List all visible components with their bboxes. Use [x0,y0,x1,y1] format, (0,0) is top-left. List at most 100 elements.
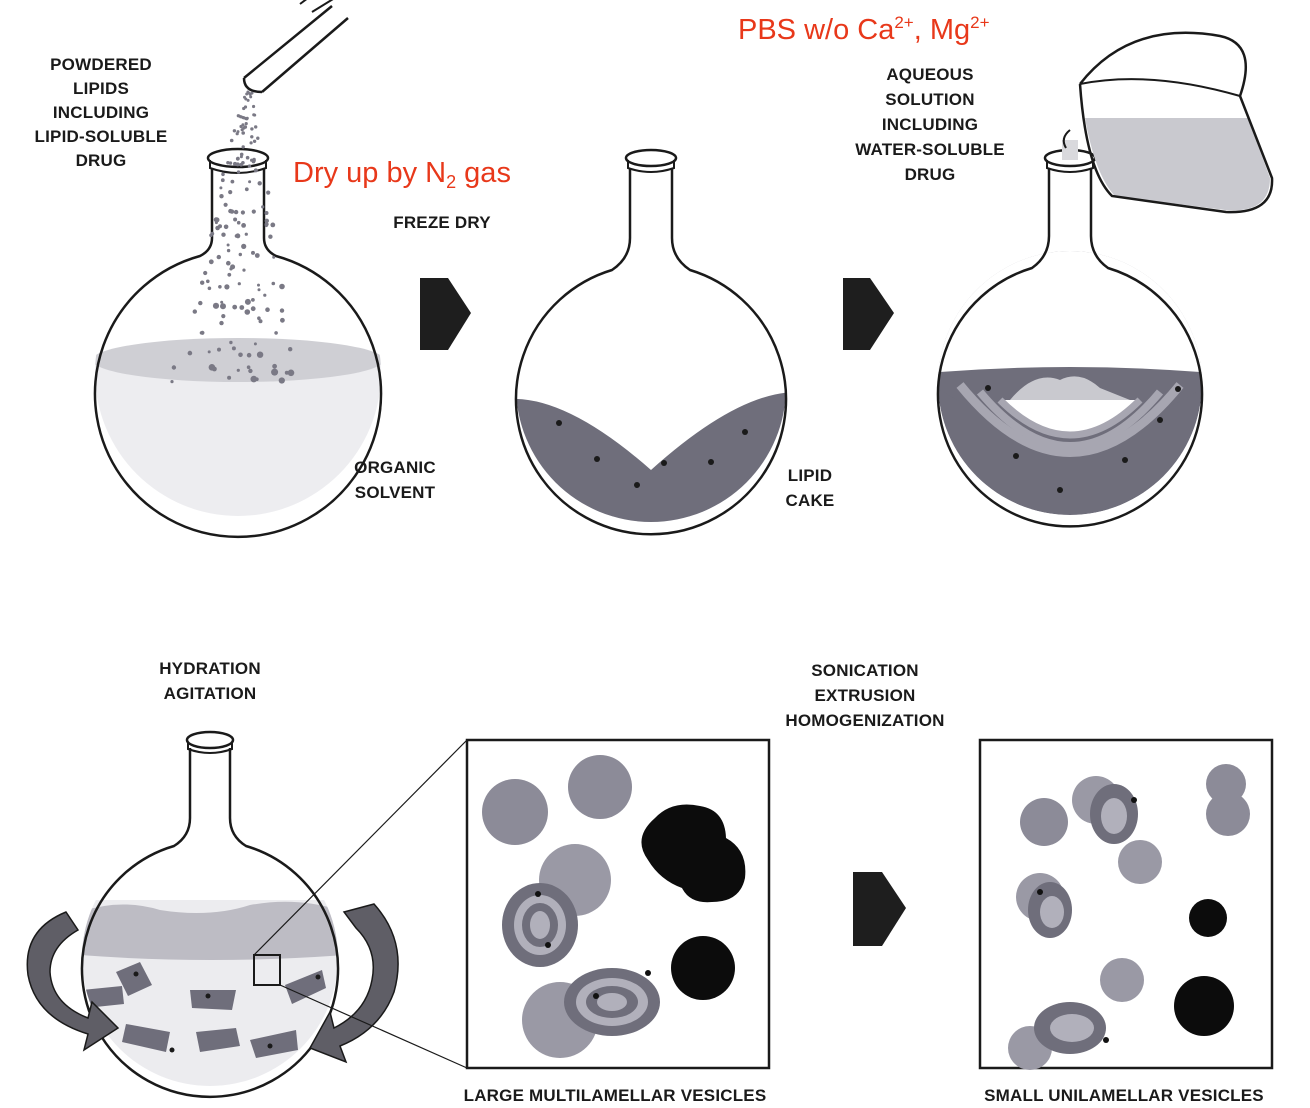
box-small-unilamellar [980,740,1272,1070]
powder-particle [231,180,235,184]
label-line: POWDERED [20,53,182,77]
powder-particle [253,114,256,117]
powder-particle [230,139,234,143]
powder-particle [227,244,230,247]
label-line: DRUG [830,162,1030,187]
powder-particle [241,244,246,249]
powder-particle [170,380,173,383]
powder-particle [227,249,230,252]
label-line: WATER-SOLUBLE [830,137,1030,162]
powder-particle [265,219,269,223]
powder-particle [279,284,285,290]
powder-particle [255,377,259,381]
powder-particle [242,145,245,148]
dry-sub: 2 [446,172,456,192]
powder-particle [265,307,270,312]
powder-particle [237,170,240,173]
pbs-sup-mg: 2+ [970,13,989,32]
powder-particle [172,365,176,369]
dry-tail: gas [456,157,511,189]
label-line: LIPID-SOLUBLE [20,125,182,149]
label-line: DRUG [20,149,182,173]
powder-particle [248,369,252,373]
powder-particle [256,137,259,140]
powder-particle [200,281,204,285]
powder-particle [209,364,216,371]
powder-particle [266,191,270,195]
powder-particle [274,331,278,335]
powder-particle [230,209,234,213]
powder-particle [254,125,257,128]
label-line: SONICATION [735,658,995,683]
powder-particle [248,180,251,183]
powder-particle [252,210,256,214]
powder-particle [272,256,275,259]
powder-particle [233,129,236,132]
powder-particle [227,376,231,380]
powder-particle [228,190,232,194]
powder-particle [198,301,202,305]
powder-particle [251,298,255,302]
dry-annotation: Dry up by N2 gas [293,156,511,199]
powder-particle [239,253,242,256]
powder-particle [254,342,257,345]
powder-particle [265,224,268,227]
powder-particle [247,99,250,102]
label-line: AGITATION [125,681,295,706]
powder-particle [210,232,214,236]
powder-particle [229,161,232,164]
label-line: EXTRUSION [735,683,995,708]
powder-particle [241,223,246,228]
flask-agitation [27,732,467,1100]
powder-particle [252,105,255,108]
powder-particle [246,156,250,160]
powder-particle [257,316,261,320]
label-line: ORGANIC [335,455,455,480]
powder-particle [227,273,231,277]
label-line: LIPID [775,463,845,488]
label-hydration-agitation: HYDRATION AGITATION [125,656,295,706]
powder-particle [249,95,252,98]
powder-particle [285,371,289,375]
powder-particle [257,352,263,358]
powder-particle [250,141,253,144]
powder-particle [261,205,264,208]
label-line: CAKE [775,488,845,513]
pbs-text: PBS w/o Ca [738,14,894,46]
powder-particle [229,267,232,270]
powder-particle [226,261,231,266]
powder-particle [251,251,255,255]
powder-particle [245,122,248,125]
powder-particle [224,203,228,207]
powder-particle [220,303,226,309]
powder-particle [263,294,266,297]
powder-particle [252,160,256,164]
powder-particle [233,218,237,222]
arrow-2 [843,278,894,350]
label-organic-solvent: ORGANIC SOLVENT [335,455,455,505]
powder-particle [218,285,222,289]
powder-particle [250,127,253,130]
label-line: AQUEOUS [830,62,1030,87]
powder-particle [243,96,246,99]
powder-particle [245,187,249,191]
powder-particle [253,140,256,143]
flask-lipid-cake [500,150,800,540]
powder-particle [255,253,260,258]
dry-text: Dry up by N [293,157,446,189]
label-line: HOMOGENIZATION [735,708,995,733]
powder-particle [248,92,251,95]
label-line: SOLUTION [830,87,1030,112]
powder-particle [251,306,256,311]
label-line: FREZE DRY [362,210,522,235]
powder-particle [239,163,243,167]
powder-particle [258,288,261,291]
label-aqueous-solution: AQUEOUS SOLUTION INCLUDING WATER-SOLUBLE… [830,62,1030,187]
pbs-annotation: PBS w/o Ca2+, Mg2+ [738,6,990,47]
label-line: HYDRATION [125,656,295,681]
label-line: SMALL UNILAMELLAR VESICLES [942,1083,1306,1108]
powder-particle [203,271,207,275]
powder-particle [218,224,222,228]
powder-particle [272,364,277,369]
